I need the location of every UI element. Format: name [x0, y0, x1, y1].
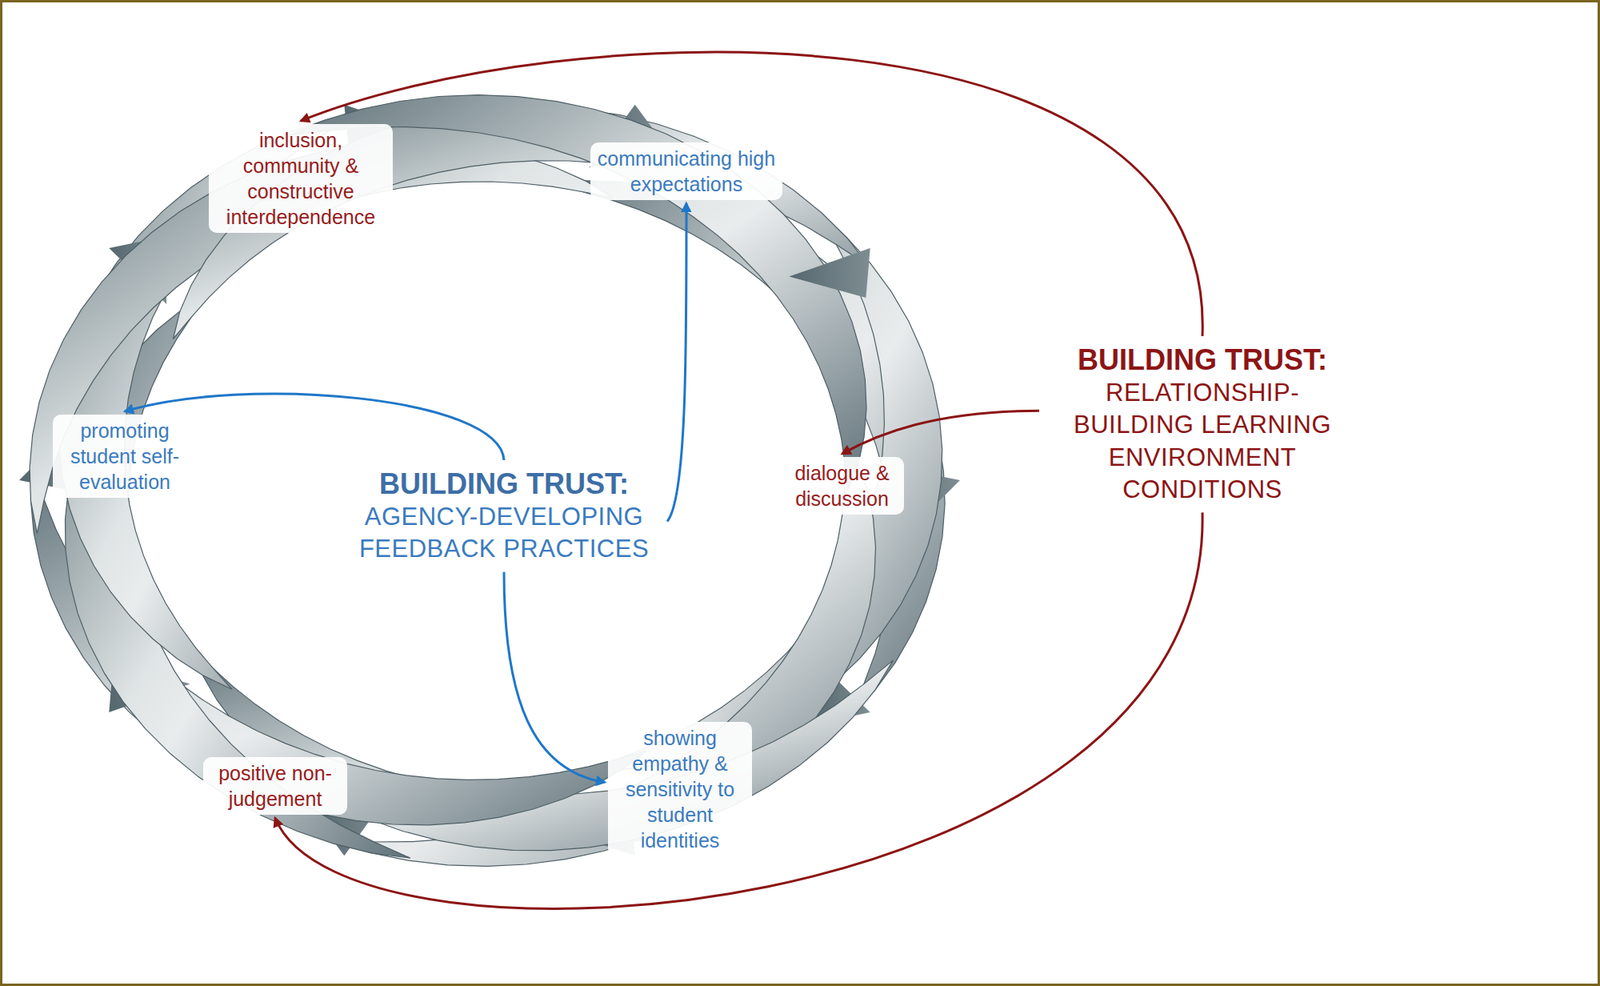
practice-label: communicating high expectations	[590, 142, 783, 200]
theme-heading: BUILDING TRUST:AGENCY-DEVELOPING FEEDBAC…	[344, 463, 664, 569]
label-text: dialogue & discussion	[784, 460, 900, 512]
arrow-connector	[300, 52, 1203, 336]
theme-heading: BUILDING TRUST:RELATIONSHIP-BUILDING LEA…	[1042, 339, 1363, 509]
label-text: AGENCY-DEVELOPING FEEDBACK PRACTICES	[348, 500, 660, 566]
label-text: RELATIONSHIP-BUILDING LEARNING ENVIRONME…	[1047, 376, 1358, 506]
practice-label: showing empathy & sensitivity to student…	[608, 721, 752, 856]
arrow-connector	[275, 512, 1203, 908]
label-text: positive non-judgement	[208, 760, 343, 812]
label-text: promoting student self-evaluation	[57, 417, 192, 495]
label-text: communicating high expectations	[595, 145, 778, 197]
arrow-connector	[504, 572, 605, 783]
arrow-connector	[667, 203, 687, 522]
label-text: showing empathy & sensitivity to student…	[612, 724, 748, 853]
heading-text: BUILDING TRUST:	[348, 466, 660, 501]
practice-label: dialogue & discussion	[780, 456, 904, 515]
arrow-connector	[842, 410, 1040, 454]
heading-text: BUILDING TRUST:	[1047, 342, 1358, 377]
label-text: inclusion, community & constructive inte…	[213, 127, 388, 230]
woven-shard	[788, 248, 870, 298]
practice-label: positive non-judgement	[203, 756, 348, 815]
practice-label: promoting student self-evaluation	[52, 414, 197, 498]
practice-label: inclusion, community & constructive inte…	[208, 124, 393, 233]
